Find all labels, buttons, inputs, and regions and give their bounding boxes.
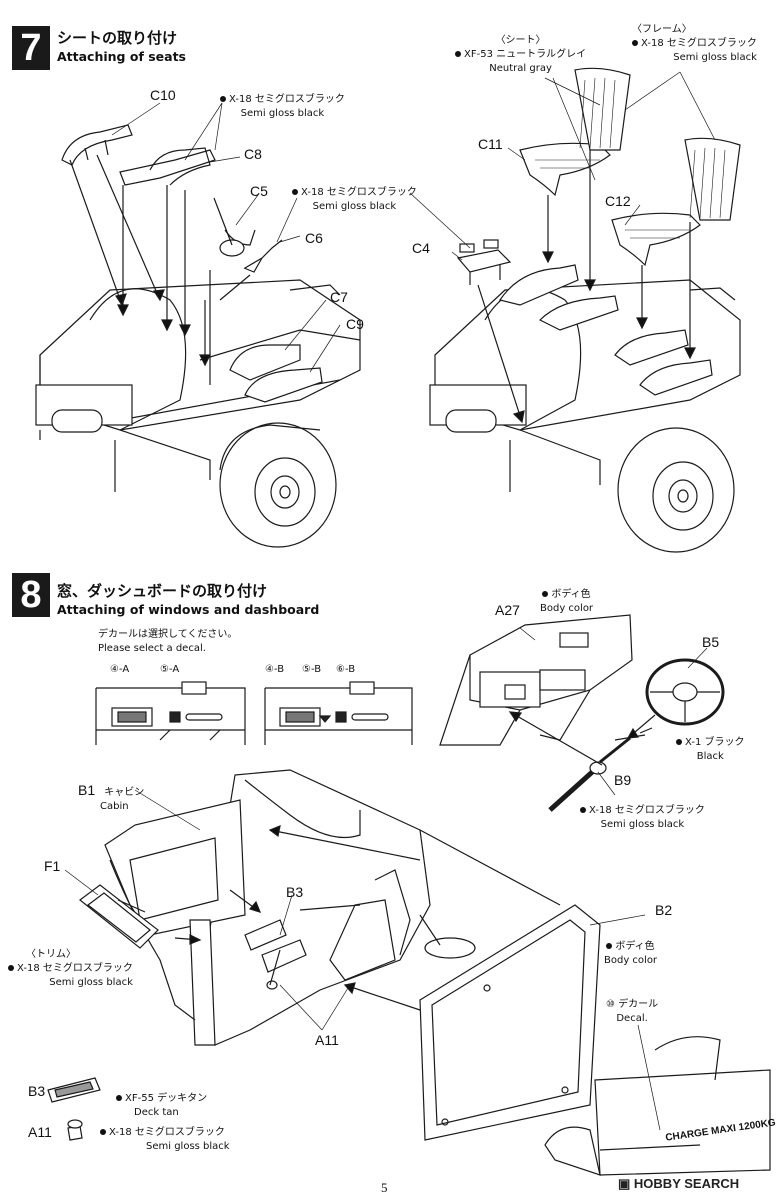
bullet-icon xyxy=(220,96,226,102)
back-panel-b2-art xyxy=(419,904,601,1141)
steering-column-b9-art xyxy=(548,727,653,812)
step7-right-seats xyxy=(456,67,741,396)
bullet-icon xyxy=(8,965,14,971)
b1-jp-name: キャビン xyxy=(104,787,145,798)
step8-leaders xyxy=(64,627,708,1131)
b5-paint-note: X-1 ブラック Black xyxy=(676,736,745,764)
decal-option-b-4: ④-B xyxy=(265,664,285,675)
door-inserts-b3-art xyxy=(244,919,307,990)
decal-select-note: デカールは選択してください。 Please select a decal. xyxy=(98,629,238,654)
bullet-icon xyxy=(542,591,549,597)
b1-label-group: B1 キャビン Cabin xyxy=(78,780,144,814)
legend-art xyxy=(47,1077,101,1141)
trim-paint-note: 〈トリム〉 X-18 セミグロスブラック Semi gloss black xyxy=(8,948,133,990)
windshield-f1-art xyxy=(79,884,159,949)
frame-paint-note: 〈フレーム〉 X-18 セミグロスブラック Semi gloss black xyxy=(632,24,757,63)
dashboard-a27-art xyxy=(439,614,633,746)
decal10-note: ⑩ デカール Decal. xyxy=(606,999,659,1024)
step7-number: 7 xyxy=(12,26,50,70)
part-b9-label: B9 xyxy=(614,772,632,788)
decal-option-b-art xyxy=(264,681,413,745)
page-number: 5 xyxy=(381,1180,388,1195)
part-c9-label: C9 xyxy=(346,316,364,332)
b1-en-name: Cabin xyxy=(100,801,129,812)
part-c4-label: C4 xyxy=(412,240,430,256)
part-b3-label: B3 xyxy=(286,884,304,900)
step8-top-arrows xyxy=(508,711,656,766)
step7-left-leaders xyxy=(111,102,341,373)
step7-right-leaders xyxy=(409,71,716,261)
part-a27-label: A27 xyxy=(495,602,520,618)
legend-b3-paint: XF-55 デッキタン Deck tan xyxy=(116,1092,207,1120)
legend-a11-part: A11 xyxy=(28,1124,52,1140)
b2-paint-note: ボディ色 Body color xyxy=(604,941,658,966)
bullet-icon xyxy=(292,189,298,195)
bullet-icon xyxy=(580,807,586,813)
step7-right-wheel xyxy=(617,427,735,553)
decal-option-b-6: ⑥-B xyxy=(336,664,356,675)
part-c7-label: C7 xyxy=(330,289,348,305)
step8-title-en: Attaching of windows and dashboard xyxy=(57,602,320,617)
step8-title-jp: 窓、ダッシュボードの取り付け xyxy=(57,582,268,600)
decal-option-b-5: ⑤-B xyxy=(302,664,322,675)
step7-right-arrows xyxy=(477,150,696,424)
step8-number: 8 xyxy=(12,573,50,617)
steering-wheel-b5-art xyxy=(645,658,725,726)
part-c12-label: C12 xyxy=(605,193,631,209)
bullet-icon xyxy=(606,943,613,949)
part-c5-label: C5 xyxy=(250,183,268,199)
part-b2-label: B2 xyxy=(655,902,673,918)
tailgate-detail-art xyxy=(544,1036,771,1176)
b9-paint-note: X-18 セミグロスブラック Semi gloss black xyxy=(580,804,705,832)
part-c10-label: C10 xyxy=(150,87,176,103)
cabin-b1-art xyxy=(104,769,476,1046)
part-c8-label: C8 xyxy=(244,146,262,162)
step7-title-en: Attaching of seats xyxy=(57,49,186,64)
bullet-icon xyxy=(455,51,461,57)
part-c6-label: C6 xyxy=(305,230,323,246)
hobby-search-logo-icon: ▣ xyxy=(618,1176,631,1191)
part-b1-label: B1 xyxy=(78,782,96,798)
bullet-icon xyxy=(632,40,638,46)
step8-cabin-arrows xyxy=(117,825,561,1011)
paint-note-x18-c6: X-18 セミグロスブラック Semi gloss black xyxy=(292,186,417,214)
part-f1-label: F1 xyxy=(44,858,61,874)
legend-a11-paint: X-18 セミグロスブラック Semi gloss black xyxy=(100,1126,230,1154)
legend-b3-part: B3 xyxy=(28,1083,46,1099)
decal-option-a-art xyxy=(95,681,246,745)
part-c11-label: C11 xyxy=(478,136,503,152)
step7-left-arrows xyxy=(69,154,251,385)
paint-note-x18-left: X-18 セミグロスブラック Semi gloss black xyxy=(220,93,345,121)
decal-option-a-4: ④-A xyxy=(110,664,130,675)
watermark: ▣ HOBBY SEARCH xyxy=(618,1176,740,1191)
seat-paint-note: 〈シート〉 XF-53 ニュートラルグレイ Neutral gray xyxy=(455,34,586,76)
bullet-icon xyxy=(676,739,682,745)
step7-title-jp: シートの取り付け xyxy=(57,29,178,47)
a27-paint-note: ボディ色 Body color xyxy=(540,589,594,614)
bullet-icon xyxy=(100,1129,106,1135)
decal-option-a-5: ⑤-A xyxy=(160,664,180,675)
step7-left-seat-frames xyxy=(61,124,323,403)
part-b5-label: B5 xyxy=(702,634,720,650)
part-a11-label: A11 xyxy=(315,1032,339,1048)
step7-left-wheel xyxy=(219,422,337,548)
bullet-icon xyxy=(116,1095,122,1101)
